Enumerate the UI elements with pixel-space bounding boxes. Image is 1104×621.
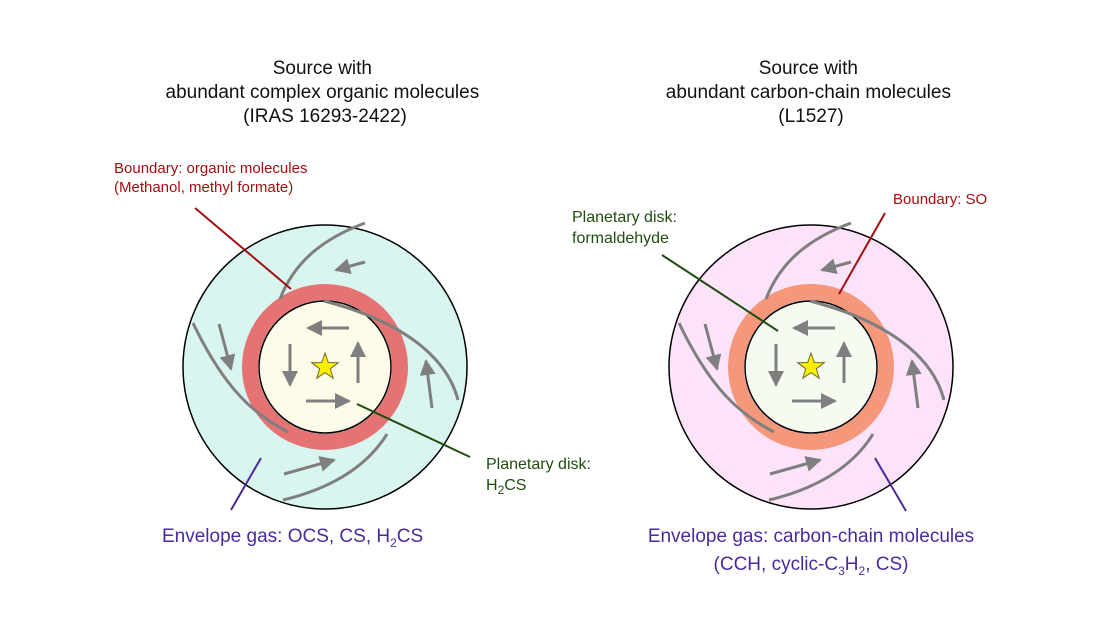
left-title: Source with abundant complex organic mol… bbox=[166, 58, 485, 127]
left-boundary-label-line-2: (Methanol, methyl formate) bbox=[114, 179, 293, 196]
left-envelope-arrow-right bbox=[419, 359, 436, 409]
right-envelope-label-p2: , CS) bbox=[865, 554, 908, 575]
right-boundary-label: Boundary: SO bbox=[893, 191, 987, 208]
right-envelope-label-line-2: (CCH, cyclic-C3H2, CS) bbox=[714, 554, 909, 578]
left-envelope-label-prefix: Envelope gas: OCS, CS, H bbox=[162, 526, 390, 547]
right-envelope-label-sub2: 2 bbox=[859, 564, 866, 578]
left-title-line-2: abundant complex organic molecules bbox=[166, 82, 480, 103]
left-flow-curve-right bbox=[323, 299, 460, 401]
left-boundary-ring bbox=[242, 284, 408, 450]
left-source-panel: Source with abundant complex organic mol… bbox=[114, 58, 591, 550]
left-envelope-leader bbox=[230, 457, 262, 511]
left-disk-label: Planetary disk: bbox=[486, 456, 591, 473]
left-envelope-arrow-bottom bbox=[283, 456, 336, 476]
right-envelope-arrow-top bbox=[820, 258, 852, 274]
left-disk-label-line-1: Planetary disk: bbox=[486, 456, 591, 473]
left-flow-curve-left bbox=[191, 322, 289, 434]
left-flow-curve-top bbox=[278, 221, 366, 300]
left-envelope-arrow-top bbox=[334, 258, 366, 274]
right-envelope-label-line-1: Envelope gas: carbon-chain molecules bbox=[648, 526, 974, 547]
right-envelope-label-h: H bbox=[845, 554, 859, 575]
right-title-line-3: (L1527) bbox=[778, 106, 844, 127]
left-envelope-label-sub: 2 bbox=[390, 536, 397, 550]
left-envelope-label-suffix: CS bbox=[397, 526, 423, 547]
left-disk-label-line-2: H2CS bbox=[486, 477, 526, 497]
right-star-icon bbox=[796, 351, 826, 380]
left-disk-leader bbox=[356, 403, 471, 458]
right-disk-label: Planetary disk: formaldehyde bbox=[572, 209, 681, 247]
right-envelope-arrow-bottom bbox=[769, 456, 822, 476]
right-flow-curve-top bbox=[764, 221, 852, 300]
right-boundary-ring bbox=[728, 284, 894, 450]
left-boundary-leader bbox=[194, 207, 292, 290]
left-envelope-label: Envelope gas: OCS, CS, H2CS bbox=[162, 526, 423, 550]
right-envelope-arrow-right bbox=[905, 359, 922, 409]
left-disk-label-h: H bbox=[486, 477, 498, 494]
right-envelope-arrow-left bbox=[703, 323, 722, 371]
right-title: Source with abundant carbon-chain molecu… bbox=[666, 58, 956, 127]
right-disk-label-line-2: formaldehyde bbox=[572, 230, 669, 247]
left-boundary-label-line-1: Boundary: organic molecules bbox=[114, 160, 307, 177]
right-source-panel: Source with abundant carbon-chain molecu… bbox=[572, 58, 987, 578]
left-title-line-1: Source with bbox=[273, 58, 372, 79]
left-star-icon bbox=[310, 351, 340, 380]
left-disk-label-cs: CS bbox=[504, 477, 526, 494]
right-envelope-label-sub3: 3 bbox=[838, 564, 845, 578]
right-title-line-1: Source with bbox=[759, 58, 858, 79]
left-disk-label-sub: 2 bbox=[498, 483, 505, 497]
left-flow-curve-bottom bbox=[282, 433, 389, 502]
left-title-line-3: (IRAS 16293-2422) bbox=[243, 106, 407, 127]
left-envelope-arrow-left bbox=[217, 323, 236, 371]
right-envelope-label-p1: (CCH, cyclic-C bbox=[714, 554, 839, 575]
right-title-line-2: abundant carbon-chain molecules bbox=[666, 82, 951, 103]
right-disk-label-line-1: Planetary disk: bbox=[572, 209, 677, 226]
right-flow-curve-left bbox=[677, 322, 775, 434]
right-disk-leader bbox=[661, 254, 779, 332]
right-flow-curve-bottom bbox=[768, 433, 875, 502]
right-flow-curve-right bbox=[809, 299, 946, 401]
right-boundary-leader bbox=[838, 212, 886, 295]
left-boundary-label: Boundary: organic molecules (Methanol, m… bbox=[114, 160, 312, 196]
right-envelope-leader bbox=[874, 457, 907, 512]
